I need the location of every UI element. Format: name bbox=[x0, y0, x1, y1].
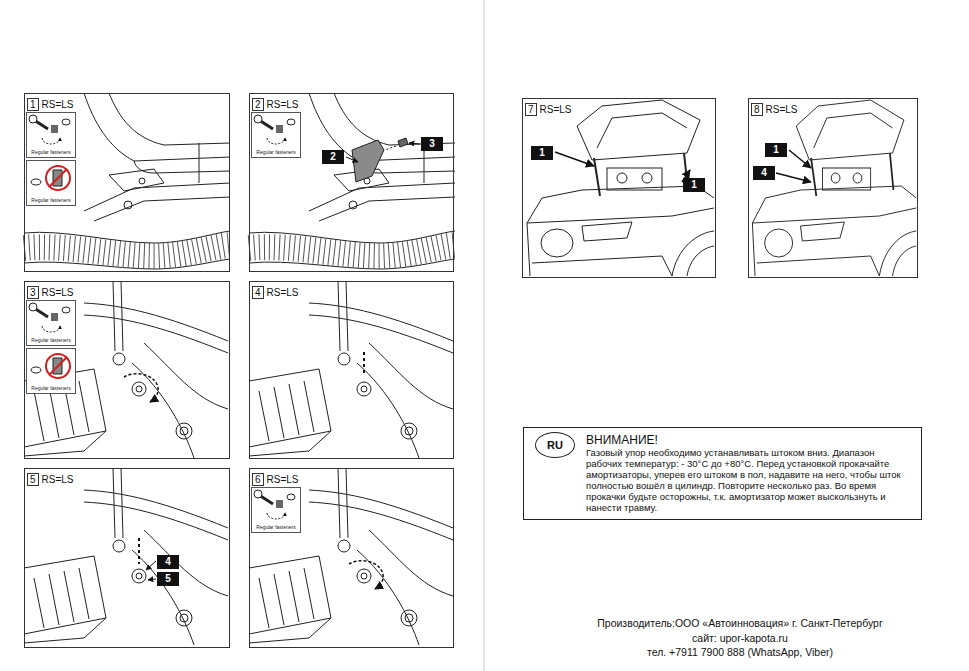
fastener-icon: Regular fasteners bbox=[251, 112, 301, 158]
side-note: RS=LS bbox=[42, 99, 74, 110]
step-number: 3 bbox=[27, 286, 39, 299]
callout-number: 2 bbox=[327, 150, 339, 164]
fastener-icon: Regular fasteners bbox=[26, 112, 76, 158]
icon-caption: Regular fasteners bbox=[256, 524, 295, 530]
callout-box: 4 bbox=[753, 166, 775, 180]
callout-box: 1 bbox=[531, 146, 553, 160]
language-badge: RU bbox=[535, 432, 575, 458]
callout-number: 4 bbox=[758, 166, 770, 180]
icon-caption: Regular fasteners bbox=[31, 197, 70, 203]
fastener-icon: Regular fasteners bbox=[26, 348, 76, 394]
fastener-icon: Regular fasteners bbox=[251, 487, 301, 533]
warning-body: Газовый упор необходимо устанавливать шт… bbox=[586, 447, 913, 513]
step-panel: 5RS=LS45 bbox=[24, 468, 230, 648]
callout-box: 4 bbox=[157, 555, 179, 569]
callout-number: 1 bbox=[770, 143, 782, 157]
callout-number: 5 bbox=[162, 572, 174, 586]
step-panel: 3RS=LSRegular fastenersRegular fasteners bbox=[24, 281, 230, 459]
side-note: RS=LS bbox=[267, 474, 299, 485]
callout-number: 1 bbox=[536, 146, 548, 160]
fastener-icon: Regular fasteners bbox=[26, 300, 76, 346]
step-panel: 2RS=LSRegular fasteners23 bbox=[249, 93, 454, 272]
callout-box: 1 bbox=[765, 143, 787, 157]
fastener-icon: Regular fasteners bbox=[26, 160, 76, 206]
step-panel: 1RS=LSRegular fastenersRegular fasteners bbox=[24, 93, 230, 272]
step-number: 4 bbox=[252, 286, 264, 299]
step-number: 1 bbox=[27, 98, 39, 111]
callout-number: 1 bbox=[688, 178, 700, 192]
step-number: 6 bbox=[252, 473, 264, 486]
side-note: RS=LS bbox=[267, 287, 299, 298]
step-number: 7 bbox=[525, 103, 537, 116]
step-number: 2 bbox=[252, 98, 264, 111]
icon-caption: Regular fasteners bbox=[31, 337, 70, 343]
callout-number: 4 bbox=[162, 555, 174, 569]
icon-caption: Regular fasteners bbox=[256, 149, 295, 155]
step-number: 8 bbox=[751, 103, 763, 116]
icon-caption: Regular fasteners bbox=[31, 385, 70, 391]
side-note: RS=LS bbox=[540, 104, 572, 115]
step-panel: 8RS=LS 14 bbox=[748, 98, 918, 278]
callout-number: 3 bbox=[426, 137, 438, 151]
side-note: RS=LS bbox=[42, 474, 74, 485]
footer-line: тел. +7911 7900 888 (WhatsApp, Viber) bbox=[560, 646, 920, 659]
warning-box: ВНИМАНИЕ!Газовый упор необходимо устанав… bbox=[523, 427, 922, 520]
callout-box: 1 bbox=[683, 178, 705, 192]
step-number: 5 bbox=[27, 473, 39, 486]
side-note: RS=LS bbox=[766, 104, 798, 115]
step-panel: 4RS=LS bbox=[249, 281, 454, 459]
side-note: RS=LS bbox=[42, 287, 74, 298]
warning-heading: ВНИМАНИЕ! bbox=[586, 433, 913, 447]
footer-line: Производитель:ООО «Автоинновация» г. Сан… bbox=[560, 617, 920, 630]
side-note: RS=LS bbox=[267, 99, 299, 110]
callout-box: 3 bbox=[421, 137, 443, 151]
callout-box: 5 bbox=[157, 572, 179, 586]
icon-caption: Regular fasteners bbox=[31, 149, 70, 155]
footer-line: сайт: upor-kapota.ru bbox=[560, 632, 920, 645]
callout-box: 2 bbox=[322, 150, 344, 164]
step-panel: 6RS=LS Regular fasteners bbox=[249, 468, 454, 648]
step-panel: 7RS=LS 1 1 bbox=[522, 98, 716, 278]
language-code: RU bbox=[547, 439, 563, 451]
